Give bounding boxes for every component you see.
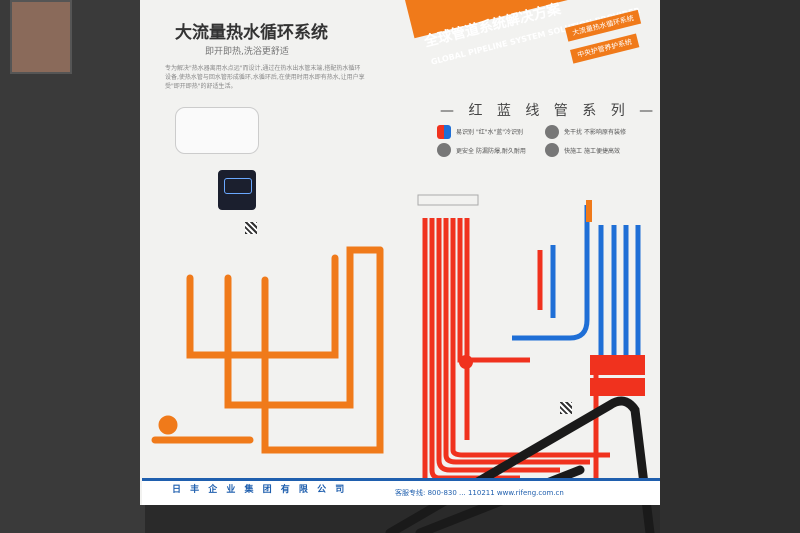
red-pipes bbox=[422, 218, 610, 481]
manifold-lower bbox=[590, 378, 645, 396]
feature-2-label: 更安全 bbox=[456, 148, 475, 155]
right-wall bbox=[660, 0, 800, 533]
orange-pipe-loop-2 bbox=[224, 246, 384, 409]
feature-4-desc: 施工便捷高效 bbox=[583, 148, 620, 155]
red-pipe-2 bbox=[429, 218, 520, 481]
blue-pipe-1 bbox=[512, 205, 590, 341]
stair-railing bbox=[385, 396, 655, 533]
feature-1: 易识别 "红"水"蓝"冷识别 bbox=[456, 127, 523, 136]
orange-fitting bbox=[586, 200, 592, 222]
orange-pipe-loop-3 bbox=[261, 246, 384, 454]
valve-icon bbox=[158, 415, 178, 435]
feature-4: 快施工 施工便捷高效 bbox=[564, 146, 620, 155]
window bbox=[10, 0, 72, 74]
feature-1-label: 易识别 bbox=[456, 129, 475, 136]
red-pipe-3 bbox=[436, 218, 560, 473]
board-title: 大流量热水循环系统 bbox=[175, 23, 328, 43]
label-box bbox=[417, 194, 479, 206]
feature-2: 更安全 防漏防爆,耐久耐用 bbox=[456, 146, 526, 155]
feature-3: 免干扰 不影响原有装修 bbox=[564, 127, 626, 136]
shield-icon bbox=[437, 143, 451, 157]
feature-3-label: 免干扰 bbox=[564, 129, 583, 136]
circulation-controller bbox=[218, 170, 256, 210]
display-board bbox=[140, 0, 660, 505]
feature-1-desc: "红"水"蓝"冷识别 bbox=[475, 129, 523, 136]
manifold bbox=[590, 355, 645, 375]
board-subtitle: 即开即热,洗浴更舒适 bbox=[205, 47, 289, 57]
red-valve-icon bbox=[459, 355, 473, 369]
orange-pipe-loop-4 bbox=[261, 254, 339, 359]
series-title: — 红 蓝 线 管 系 列 — bbox=[440, 103, 659, 119]
blue-pipes bbox=[512, 205, 641, 360]
feature-4-label: 快施工 bbox=[564, 148, 583, 155]
qr-code-left bbox=[245, 222, 257, 234]
red-pipe-5 bbox=[450, 218, 610, 458]
water-heater bbox=[175, 107, 259, 154]
orange-pipes bbox=[151, 246, 384, 454]
left-wall bbox=[0, 0, 145, 533]
red-pipe-4 bbox=[443, 218, 590, 465]
company-name: 日 丰 企 业 集 团 有 限 公 司 bbox=[172, 485, 348, 495]
feature-2-desc: 防漏防爆,耐久耐用 bbox=[475, 148, 526, 155]
board-intro: 专为解决"热水器离用水点远"而设计,通过在热水出水管末端,搭配热水循环设备,使热… bbox=[165, 65, 365, 90]
feature-3-desc: 不影响原有装修 bbox=[583, 129, 626, 136]
controller-screen bbox=[224, 178, 252, 194]
fast-icon bbox=[545, 143, 559, 157]
stripe-icon bbox=[437, 125, 451, 139]
board-footer bbox=[142, 478, 660, 505]
qr-code-right bbox=[560, 402, 572, 414]
hotline-text: 客服专线: 800-830 ... 110211 www.rifeng.com.… bbox=[395, 489, 564, 497]
railing-top bbox=[385, 396, 655, 533]
dry-icon bbox=[545, 125, 559, 139]
